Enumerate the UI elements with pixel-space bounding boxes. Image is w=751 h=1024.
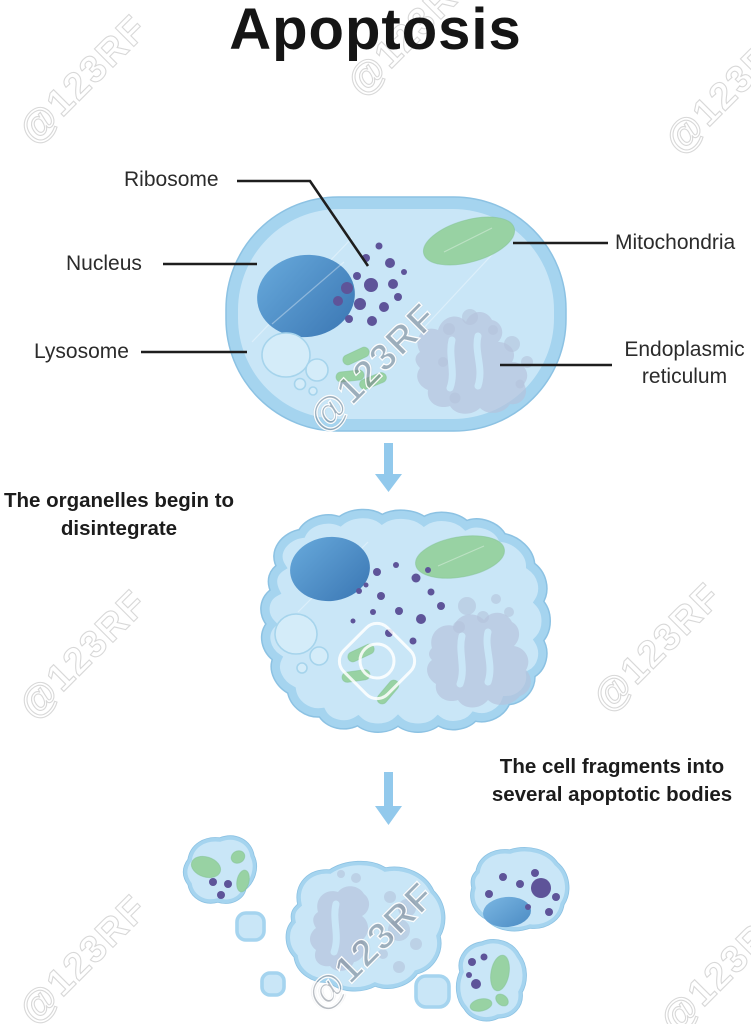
down-arrow-icon: [375, 443, 402, 492]
disintegrating-cell: [266, 514, 546, 727]
mitochondria-shape: [422, 216, 516, 266]
step1-line2: disintegrate: [60, 517, 178, 540]
ribosome-leader-line: [237, 179, 370, 267]
apoptotic-body: [186, 838, 255, 901]
er-shape: [415, 309, 533, 414]
lysosome-shapes-2: [274, 613, 329, 674]
page-title: Apoptosis: [229, 0, 522, 62]
vesicle-rods: [335, 346, 387, 390]
apoptotic-body-small: [235, 911, 451, 1009]
ribosome-dots-2: [350, 562, 445, 645]
er-shape-2: [427, 594, 531, 708]
mitochondria-label: Mitochondria: [615, 231, 736, 254]
cell-highlight: [419, 245, 501, 333]
step2-line2: several apoptotic bodies: [491, 783, 733, 806]
step2-caption: The cell fragments into several apoptoti…: [486, 753, 738, 809]
apoptotic-body: [473, 850, 567, 929]
mitochondria-shape-2: [415, 535, 505, 579]
apoptotic-body: [288, 863, 443, 989]
step2-line1: The cell fragments into: [499, 755, 725, 778]
er-label-line2: reticulum: [641, 365, 728, 388]
ribosome-dots: [333, 242, 407, 326]
lysosome-label: Lysosome: [34, 340, 129, 363]
nucleus-shape: [257, 254, 355, 338]
down-arrow-icon: [375, 772, 402, 825]
step1-caption: The organelles begin to disintegrate: [0, 487, 238, 543]
healthy-cell: [225, 196, 567, 432]
nucleus-label: Nucleus: [66, 252, 142, 275]
er-label-line1: Endoplasmic: [624, 338, 745, 361]
leader-lines: [141, 179, 612, 367]
nucleus-shape-2: [290, 536, 370, 602]
lysosome-shapes: [261, 332, 329, 396]
apoptotic-body: [459, 942, 525, 1019]
watermark-logo: [337, 621, 417, 701]
apoptotic-bodies: [186, 838, 567, 1019]
endoplasmic-reticulum-label: Endoplasmic reticulum: [618, 336, 751, 390]
step1-line1: The organelles begin to: [3, 489, 235, 512]
ribosome-label: Ribosome: [124, 168, 219, 191]
